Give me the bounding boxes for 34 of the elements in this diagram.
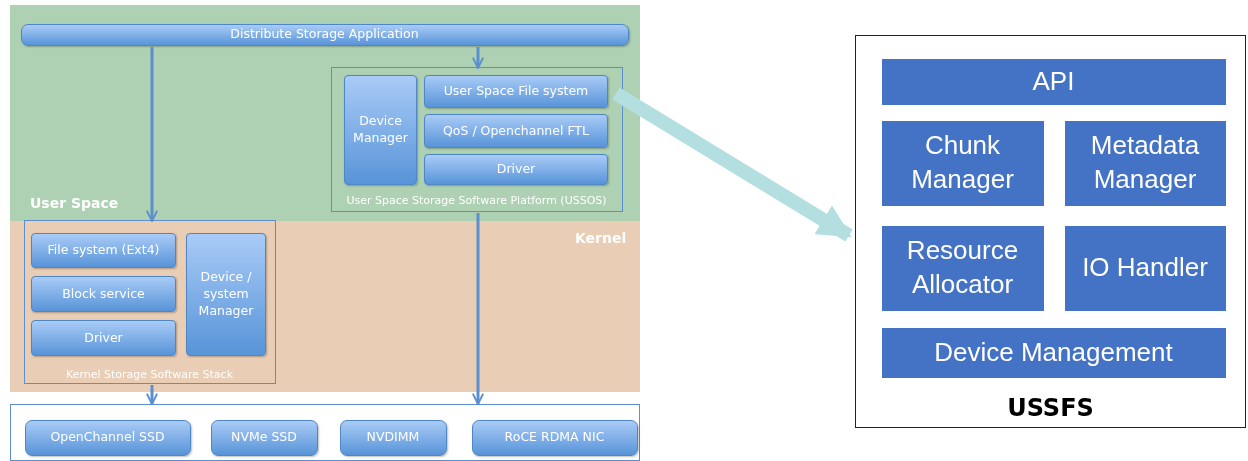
module-frame (855, 35, 1246, 428)
module-box: API (881, 58, 1226, 105)
component-box: Device Manager (344, 75, 417, 185)
arrow (146, 47, 158, 222)
band-label: User Space (30, 195, 119, 211)
component-box: File system (Ext4) (31, 233, 176, 268)
component-box: User Space File system (424, 75, 608, 108)
component-box: QoS / Openchannel FTL (424, 114, 608, 148)
component-box: Device / system Manager (186, 233, 266, 356)
component-box: OpenChannel SSD (24, 419, 191, 456)
group-label: Kernel Storage Software Stack (66, 367, 233, 381)
component-box: Driver (31, 320, 176, 356)
group-frame (23, 219, 276, 384)
kernel-band (10, 221, 640, 392)
module-box: Resource Allocator (881, 225, 1044, 311)
module-box: IO Handler (1064, 225, 1226, 311)
arrow (472, 213, 484, 405)
component-box: Block service (31, 276, 176, 312)
arrow (472, 47, 484, 69)
frame-title: USSFS (1007, 394, 1094, 422)
component-box: Distribute Storage Application (20, 23, 629, 46)
component-box: NVMe SSD (210, 419, 318, 456)
band-label: Kernel (575, 230, 627, 246)
module-box: Metadata Manager (1064, 120, 1226, 206)
module-box: Chunk Manager (881, 120, 1044, 206)
hardware-panel (10, 404, 640, 461)
arrow (146, 385, 158, 405)
component-box: NVDIMM (339, 419, 447, 456)
component-box: RoCE RDMA NIC (471, 419, 638, 456)
module-box: Device Management (881, 327, 1226, 378)
group-label: User Space Storage Software Platform (USSOS) (346, 193, 607, 207)
group-frame (330, 66, 623, 212)
component-box: Driver (424, 154, 608, 185)
user-space-band (10, 5, 640, 221)
